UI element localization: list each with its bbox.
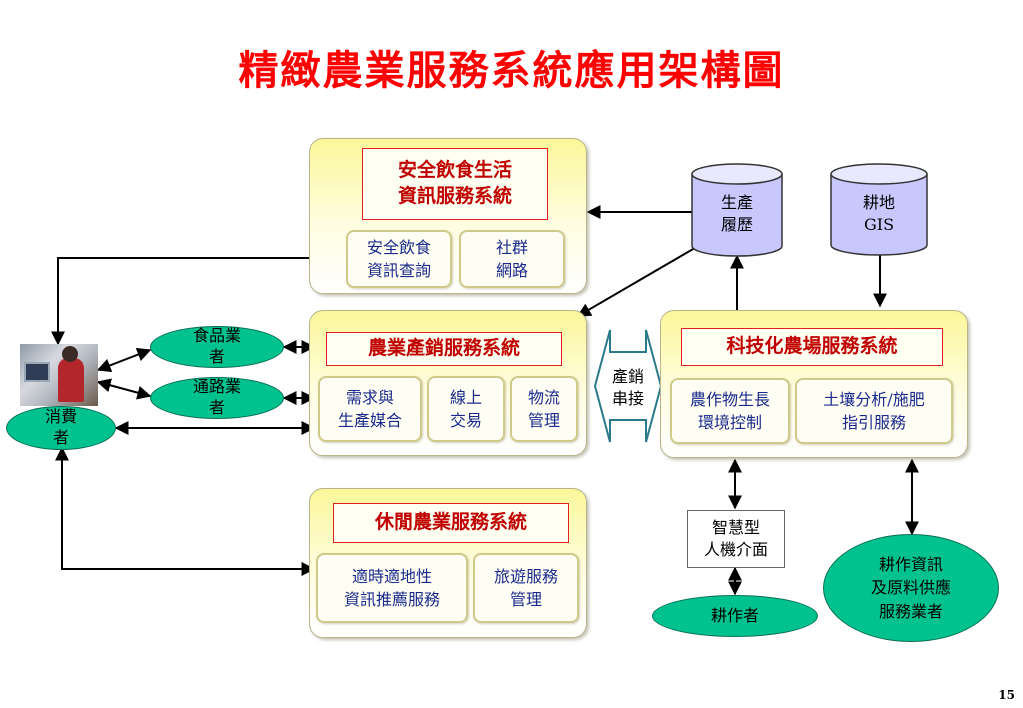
database-farmland-gis: 耕地 GIS [862, 193, 895, 234]
item-soil-analysis: 土壤分析/施肥 指引服務 [795, 378, 953, 444]
item-logistics: 物流 管理 [510, 376, 578, 442]
item-location-recommend: 適時適地性 資訊推薦服務 [316, 553, 468, 623]
item-travel-management: 旅遊服務 管理 [473, 553, 579, 623]
item-online-trading: 線上 交易 [427, 376, 505, 442]
actor-consumer: 消費 者 [6, 406, 116, 450]
consumer-photo [20, 344, 98, 406]
item-social-network: 社群 網路 [459, 230, 565, 288]
connector-label: 產銷 串接 [611, 367, 644, 408]
actor-supplier: 耕作資訊 及原料供應 服務業者 [823, 534, 999, 642]
database-production-history: 生產 履歷 [720, 193, 753, 234]
panel-food-safety-title: 安全飲食生活 資訊服務系統 [362, 148, 548, 220]
actor-farmer: 耕作者 [652, 595, 818, 637]
panel-marketing-title: 農業產銷服務系統 [326, 332, 562, 366]
smart-interface-box: 智慧型 人機介面 [687, 510, 785, 568]
actor-food-vendor: 食品業 者 [150, 326, 284, 368]
item-food-info-query: 安全飲食 資訊查詢 [346, 230, 452, 288]
cylinder-shape-gis [830, 163, 928, 256]
page-title: 精緻農業服務系統應用架構圖 [238, 47, 785, 94]
arrow-foodsafety-consumer [51, 257, 310, 346]
arrow-consumer-channel [96, 378, 152, 400]
arrow-consumer-foodvendor [96, 347, 152, 373]
arrow-consumer-leisure [55, 446, 316, 576]
panel-tech-farm-title: 科技化農場服務系統 [681, 328, 943, 366]
item-crop-environment-control: 農作物生長 環境控制 [670, 378, 790, 444]
cylinder-shape-history [691, 163, 783, 257]
panel-leisure-title: 休閒農業服務系統 [333, 503, 569, 543]
item-demand-matching: 需求與 生產媒合 [318, 376, 422, 442]
arrow-history-marketing [576, 244, 701, 317]
actor-channel-vendor: 通路業 者 [150, 377, 284, 419]
page-number: 15 [998, 688, 1015, 702]
